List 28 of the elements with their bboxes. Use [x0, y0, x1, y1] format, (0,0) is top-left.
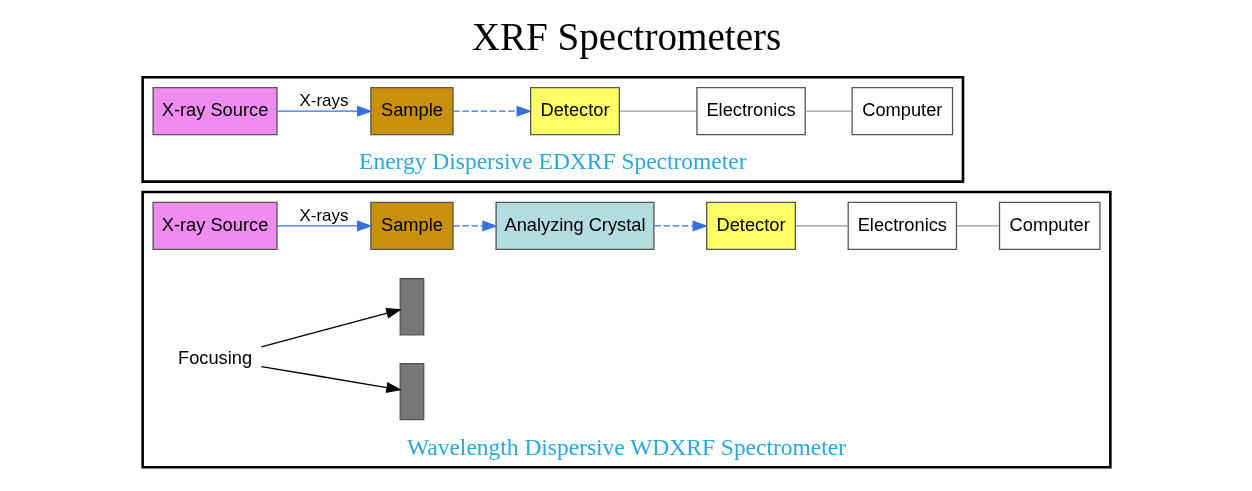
node-box: Electronics — [695, 87, 806, 136]
node-box: Detector — [705, 201, 796, 251]
connector — [804, 110, 852, 112]
node-text: Focusing — [177, 346, 252, 368]
node-box: Computer — [998, 201, 1101, 251]
node-box: Analyzing Crystal — [494, 201, 655, 251]
arrow — [260, 307, 402, 348]
node-bar — [399, 278, 424, 336]
arrow — [452, 220, 498, 232]
arrow — [653, 220, 708, 232]
edge-label: X-rays — [298, 206, 348, 226]
node-bar — [399, 362, 424, 421]
node-box: Sample — [369, 201, 454, 251]
diagram-title: XRF Spectrometers — [471, 14, 781, 58]
connector — [955, 225, 1000, 227]
node-box: Computer — [850, 87, 953, 136]
arrow — [452, 105, 532, 117]
arrow — [260, 365, 402, 393]
arrow — [276, 220, 373, 232]
node-box: Electronics — [847, 201, 957, 251]
node-box: Detector — [529, 87, 620, 136]
arrow — [276, 105, 373, 117]
connector — [618, 110, 697, 112]
connector — [794, 225, 848, 227]
node-box: X-ray Source — [151, 201, 278, 251]
node-box: X-ray Source — [151, 87, 278, 136]
node-box: Sample — [369, 87, 454, 136]
edge-label: X-rays — [298, 91, 348, 111]
